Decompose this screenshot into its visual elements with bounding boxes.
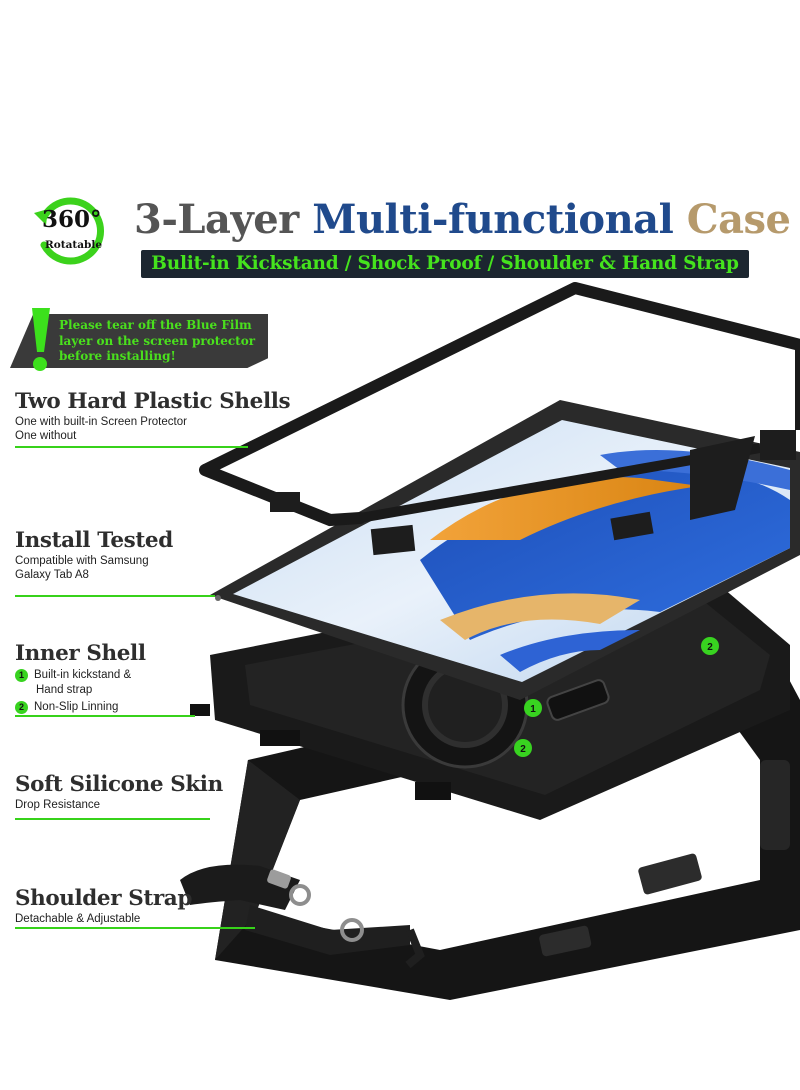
feature-title: Two Hard Plastic Shells (15, 389, 291, 414)
note-line-1: Please tear off the Blue Film (59, 318, 252, 332)
feature-desc-line: One with built-in Screen Protector (15, 416, 187, 428)
feature-title: Soft Silicone Skin (15, 772, 223, 797)
feature-desc-line: Galaxy Tab A8 (15, 569, 89, 581)
feature-title: Shoulder Strap (15, 886, 192, 911)
title-word-2: Multi-functional (312, 196, 674, 243)
feature-shoulder-strap: Shoulder Strap Detachable & Adjustable (15, 886, 192, 926)
badge-caption: Rotatable (45, 239, 103, 251)
marker-group: 1 2 2 (514, 637, 719, 757)
feature-desc-line: Detachable & Adjustable (15, 913, 141, 925)
title-word-3: Case (686, 196, 791, 243)
marker-1 (524, 699, 542, 717)
item-text: Built-in kickstand & (34, 669, 132, 681)
feature-silicone-skin: Soft Silicone Skin Drop Resistance (15, 772, 223, 812)
title-word-1: 3-Layer (134, 196, 299, 243)
note-line-2: layer on the screen protector (59, 333, 256, 348)
note-background (10, 314, 268, 368)
marker-1-label: 1 (530, 704, 536, 715)
note-line-3: before installing! (59, 349, 176, 363)
callout-line-hard-shells (15, 446, 248, 448)
feature-install-tested: Install Tested Compatible with Samsung G… (15, 528, 173, 582)
feature-desc-line: Compatible with Samsung (15, 555, 149, 567)
note-text: Please tear off the Blue Film layer on t… (59, 318, 264, 365)
badge-degrees: 360° (42, 206, 102, 233)
feature-item-2: 2 Non-Slip Linning (15, 699, 146, 715)
feature-desc-line: One without (15, 430, 77, 442)
feature-desc-line: Drop Resistance (15, 799, 101, 811)
rotate-360-icon (34, 197, 104, 265)
callout-line-inner-shell (15, 715, 195, 717)
item-text: Non-Slip Linning (34, 701, 119, 714)
marker-2b (514, 739, 532, 757)
feature-title: Install Tested (15, 528, 173, 553)
marker-2b-label: 2 (520, 744, 526, 755)
item-number-icon: 2 (15, 700, 28, 714)
install-note: Please tear off the Blue Film layer on t… (10, 308, 268, 371)
feature-inner-shell: Inner Shell 1 Built-in kickstand & Hand s… (15, 641, 146, 715)
marker-2a (701, 637, 719, 655)
rotate-360-badge: 360° Rotatable (30, 195, 126, 267)
callout-line-silicone-skin (15, 818, 210, 820)
item-text-continued: Hand strap (36, 684, 93, 697)
callout-line-install-tested (15, 595, 215, 597)
shoulder-strap (180, 864, 425, 969)
marker-2a-label: 2 (707, 642, 713, 653)
item-number-icon: 1 (15, 668, 28, 682)
feature-item-1: 1 Built-in kickstand & (15, 667, 146, 683)
subtitle-banner: Bulit-in Kickstand / Shock Proof / Shoul… (141, 250, 749, 278)
exclamation-icon (32, 308, 50, 371)
hard-plastic-frame (199, 282, 800, 556)
feature-hard-shells: Two Hard Plastic Shells One with built-i… (15, 389, 291, 443)
callout-line-shoulder-strap (15, 927, 255, 929)
page-title: 3-Layer Multi-functional Case (134, 196, 791, 243)
feature-title: Inner Shell (15, 641, 146, 666)
